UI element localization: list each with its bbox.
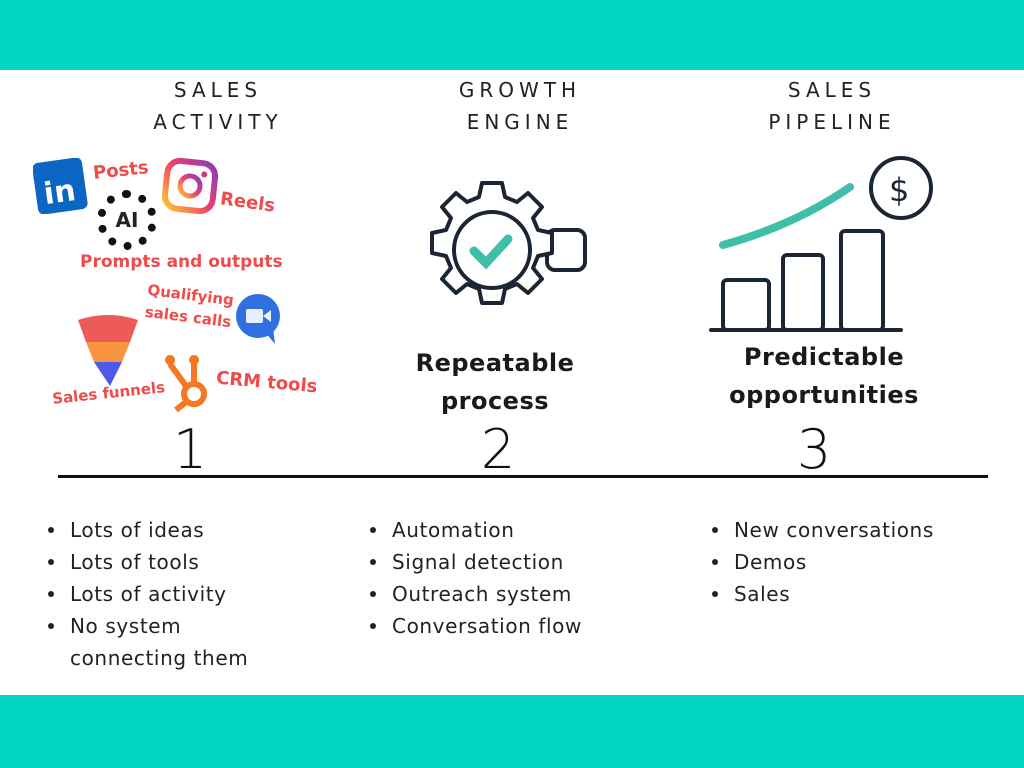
list-item: Automation: [368, 514, 582, 546]
step-number-3: 3: [796, 418, 832, 481]
list-item: Conversation flow: [368, 610, 582, 642]
sales-funnel-icon: [78, 315, 138, 386]
list-item: Sales: [710, 578, 934, 610]
list-item: Outreach system: [368, 578, 582, 610]
growth-chart-dollar-icon: $: [709, 156, 933, 332]
tag-posts: Posts: [92, 157, 150, 184]
svg-text:in: in: [42, 173, 78, 212]
bottom-band: [0, 695, 1024, 768]
list-item: Lots of tools: [46, 546, 248, 578]
tag-reels: Reels: [218, 188, 277, 217]
list-item: Demos: [710, 546, 934, 578]
video-call-icon: [236, 294, 280, 344]
linkedin-icon: in: [33, 158, 88, 214]
tag-crm-tools: CRM tools: [215, 367, 319, 398]
bullets-sales-activity: Lots of ideas Lots of tools Lots of acti…: [46, 514, 248, 674]
list-item-continuation: connecting them: [70, 646, 249, 670]
bullets-growth-engine: Automation Signal detection Outreach sys…: [368, 514, 582, 642]
top-band: [0, 0, 1024, 70]
list-item: No system: [46, 610, 248, 642]
svg-text:$: $: [889, 171, 909, 209]
list-item: Lots of activity: [46, 578, 248, 610]
tag-prompts: Prompts and outputs: [80, 252, 283, 272]
step-number-2: 2: [480, 418, 516, 481]
step-number-1: 1: [172, 418, 208, 481]
ai-icon: AI: [97, 190, 157, 250]
bullets-sales-pipeline: New conversations Demos Sales: [710, 514, 934, 610]
list-item: New conversations: [710, 514, 934, 546]
list-item: Lots of ideas: [46, 514, 248, 546]
divider-line: [58, 475, 988, 478]
instagram-icon: [161, 157, 219, 215]
list-item: Signal detection: [368, 546, 582, 578]
gear-checkmark-icon: [430, 181, 587, 305]
hubspot-icon: [165, 355, 207, 413]
